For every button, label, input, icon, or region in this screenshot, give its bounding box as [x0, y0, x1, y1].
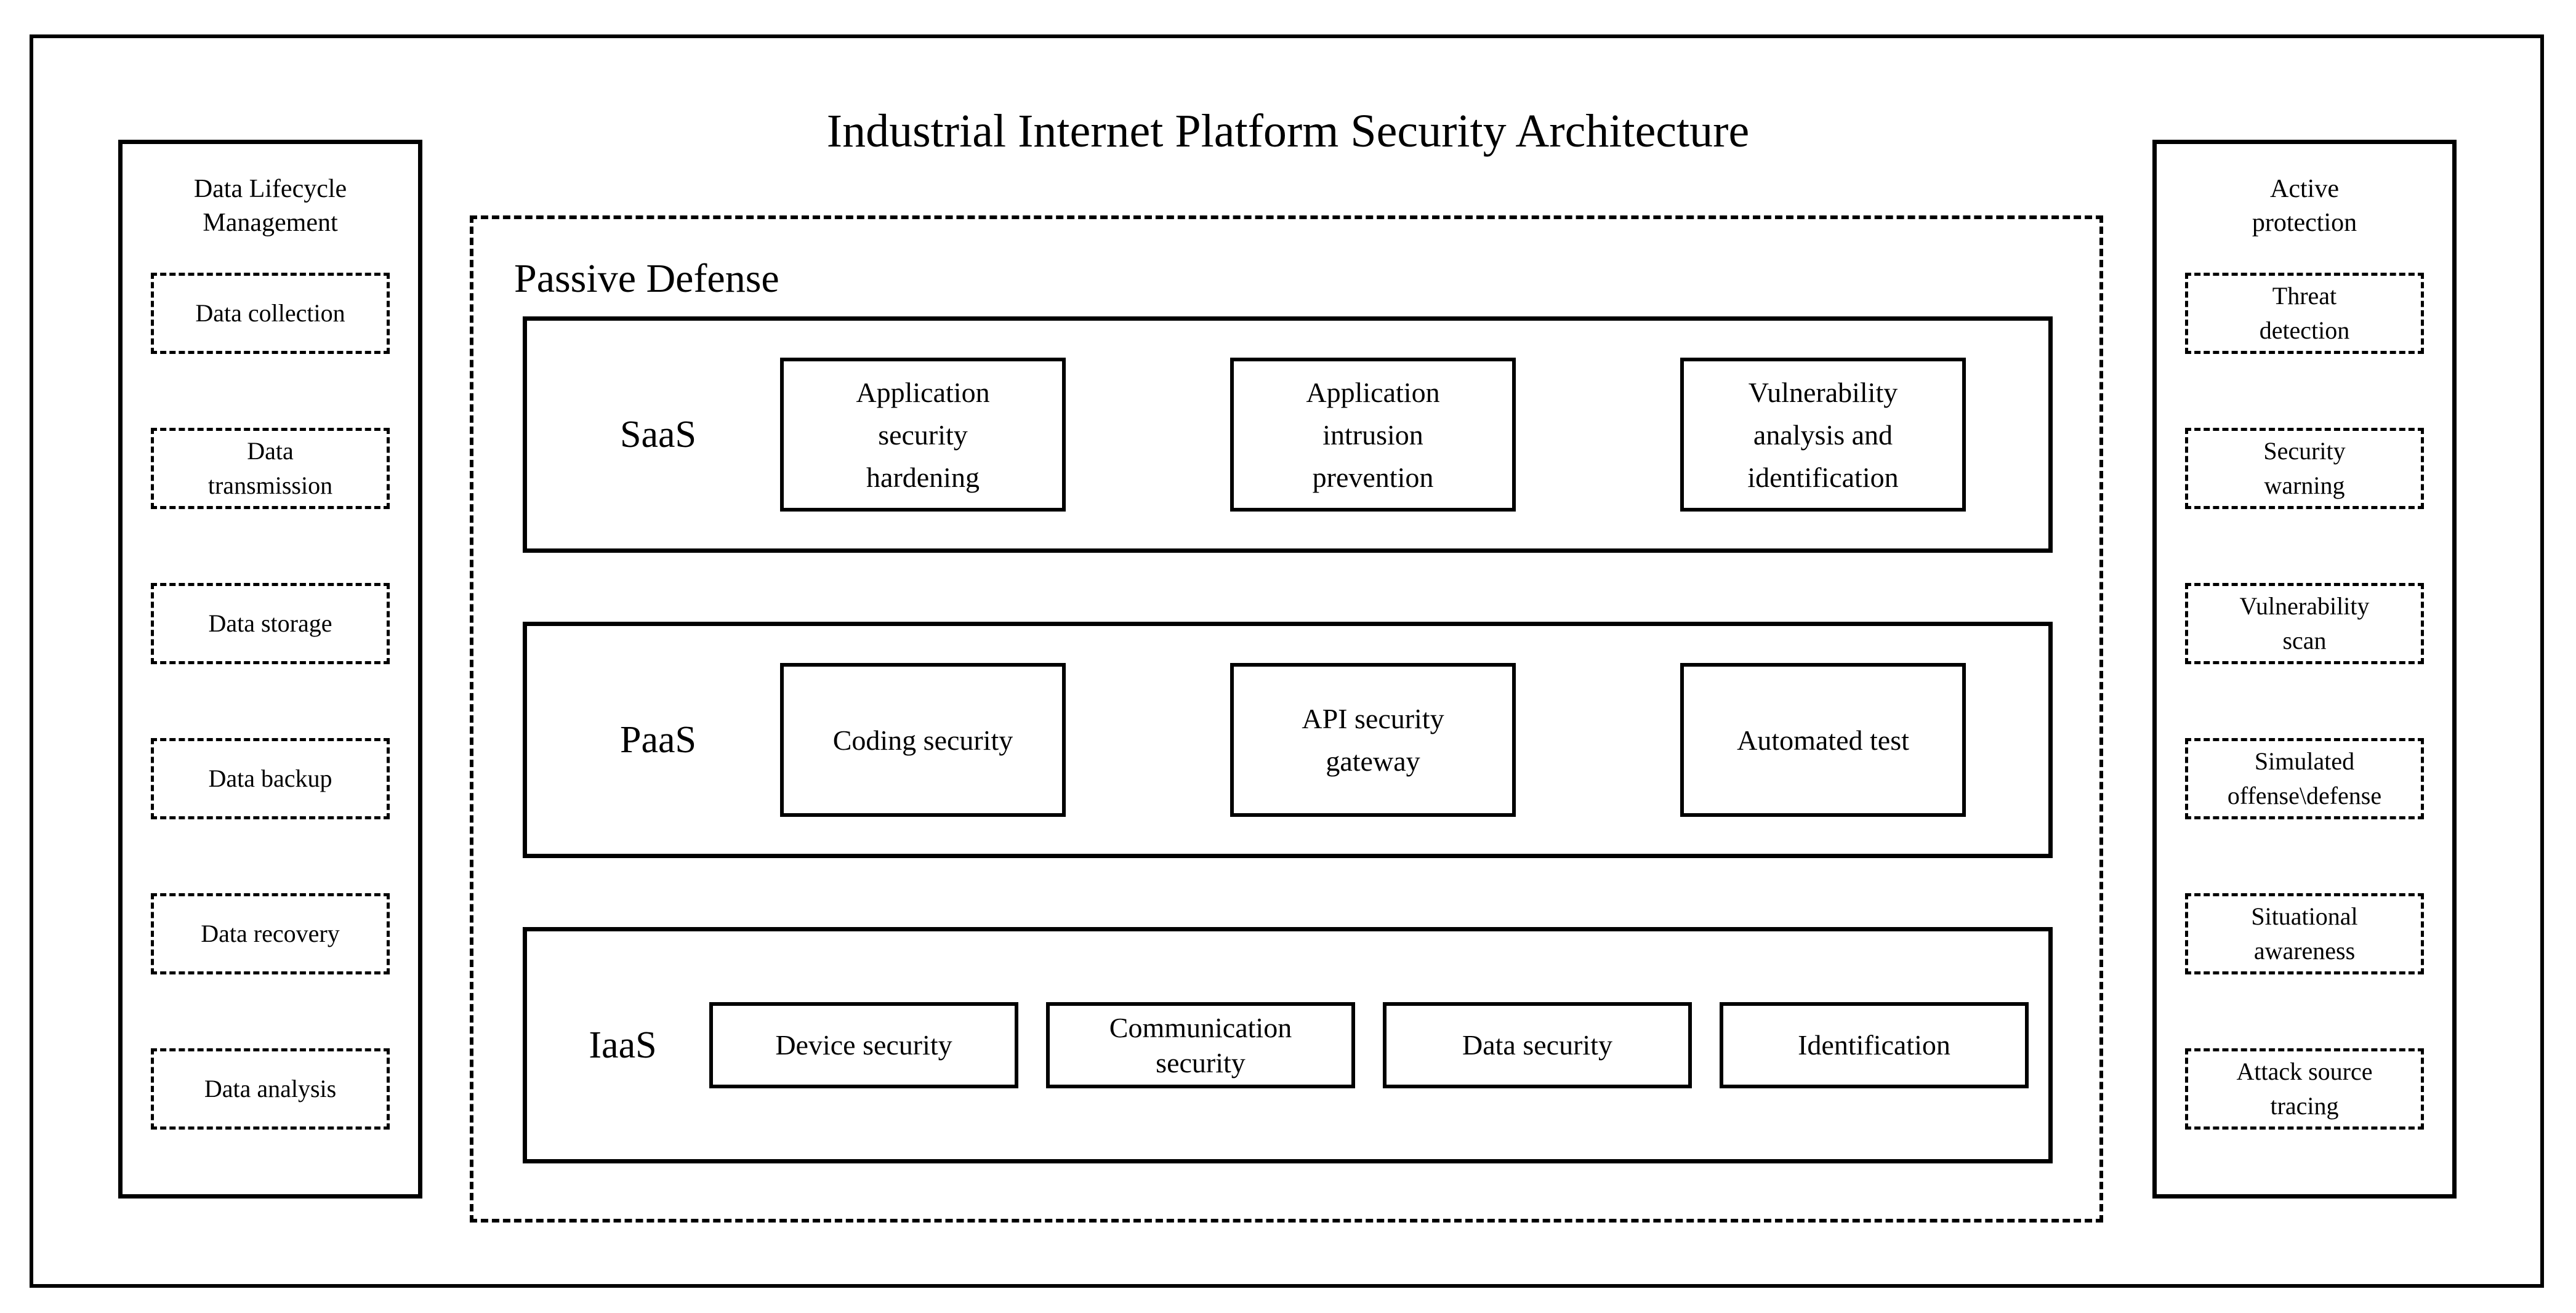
data-lifecycle-header: Data Lifecycle Management [193, 175, 347, 237]
box-data-security: Data security [1383, 1002, 1692, 1088]
outer-border [30, 34, 2544, 1288]
box-api-security-gateway: API security gateway [1230, 663, 1516, 817]
box-data-collection: Data collection [151, 273, 390, 355]
box-device-security: Device security [709, 1002, 1018, 1088]
box-vulnerability-analysis-identification: Vulnerability analysis and identificatio… [1680, 358, 1966, 512]
saas-boxes: Application security hardening Applicati… [780, 358, 1966, 512]
passive-defense-container: Passive Defense SaaS Application securit… [470, 215, 2103, 1223]
box-identification: Identification [1720, 1002, 2029, 1088]
saas-row: SaaS Application security hardening Appl… [523, 316, 2053, 553]
box-data-backup: Data backup [151, 738, 390, 820]
box-coding-security: Coding security [780, 663, 1066, 817]
box-data-analysis: Data analysis [151, 1048, 390, 1130]
diagram-title: Industrial Internet Platform Security Ar… [826, 105, 1750, 157]
iaas-boxes: Device security Communication security D… [709, 1002, 2029, 1088]
saas-label: SaaS [620, 413, 696, 456]
box-application-security-hardening: Application security hardening [780, 358, 1066, 512]
data-lifecycle-panel: Data Lifecycle Management Data collectio… [118, 140, 422, 1199]
iaas-label: IaaS [589, 1024, 657, 1066]
active-protection-header: Active protection [2252, 175, 2357, 237]
box-security-warning: Security warning [2185, 428, 2424, 510]
box-simulated-offense-defense: Simulated offense\defense [2185, 738, 2424, 820]
box-automated-test: Automated test [1680, 663, 1966, 817]
box-data-transmission: Data transmission [151, 428, 390, 510]
box-vulnerability-scan: Vulnerability scan [2185, 583, 2424, 665]
box-application-intrusion-prevention: Application intrusion prevention [1230, 358, 1516, 512]
passive-defense-rows: SaaS Application security hardening Appl… [523, 316, 2053, 1163]
iaas-row: IaaS Device security Communication secur… [523, 927, 2053, 1163]
box-data-recovery: Data recovery [151, 893, 390, 975]
active-protection-items: Threat detection Security warning Vulner… [2185, 273, 2424, 1130]
box-data-storage: Data storage [151, 583, 390, 665]
box-communication-security: Communication security [1046, 1002, 1355, 1088]
box-situational-awareness: Situational awareness [2185, 893, 2424, 975]
box-threat-detection: Threat detection [2185, 273, 2424, 355]
paas-row: PaaS Coding security API security gatewa… [523, 622, 2053, 858]
paas-label: PaaS [620, 718, 696, 761]
paas-boxes: Coding security API security gateway Aut… [780, 663, 1966, 817]
active-protection-panel: Active protection Threat detection Secur… [2152, 140, 2457, 1199]
passive-defense-label: Passive Defense [514, 256, 779, 301]
data-lifecycle-items: Data collection Data transmission Data s… [151, 273, 390, 1130]
box-attack-source-tracing: Attack source tracing [2185, 1048, 2424, 1130]
